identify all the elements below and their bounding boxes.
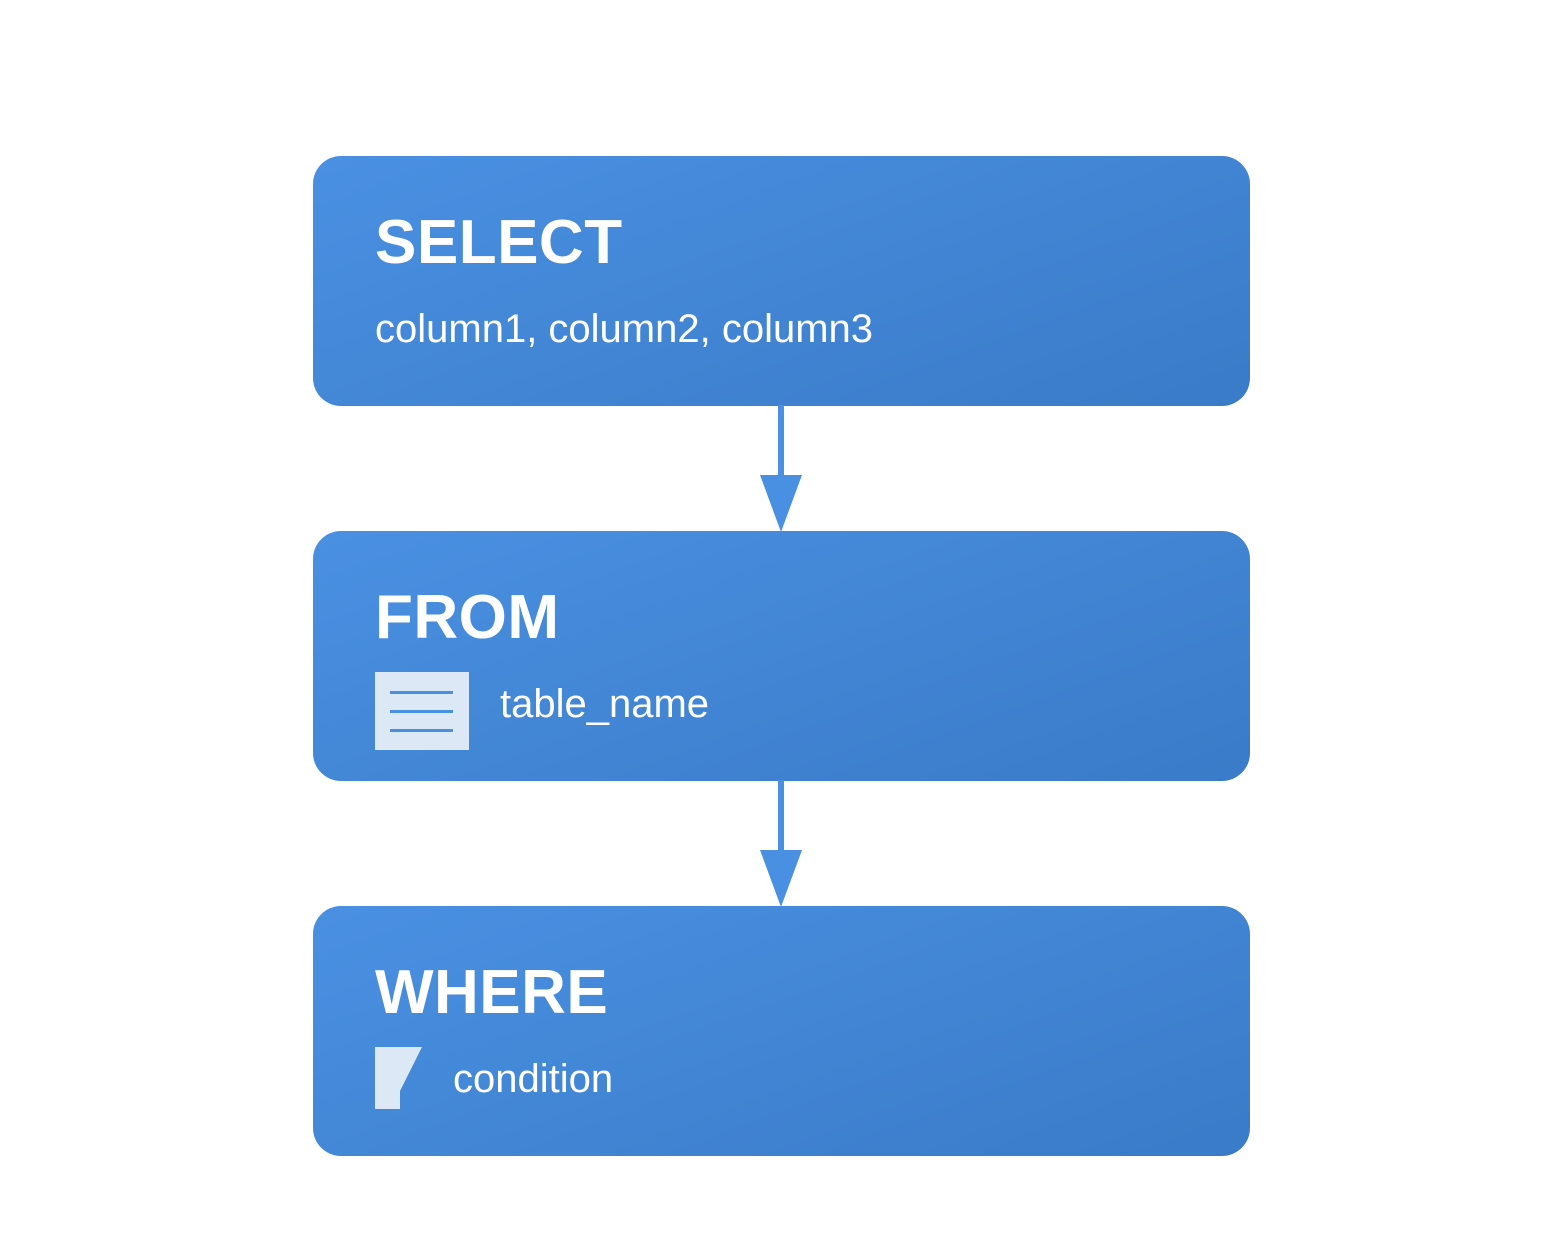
table-icon [375,672,469,750]
where-step-card: WHERE condition [313,906,1250,1156]
where-keyword: WHERE [375,958,609,1027]
select-columns: column1, column2, column3 [375,307,874,351]
select-step-card: SELECT column1, column2, column3 [313,156,1250,406]
from-keyword: FROM [375,583,560,652]
arrow-from-to-where [760,780,802,907]
from-table-name: table_name [500,682,710,726]
where-condition: condition [453,1057,614,1101]
arrow-select-to-from [760,405,802,532]
from-step-card: FROM table_name [313,531,1250,781]
filter-icon [375,1047,422,1109]
select-keyword: SELECT [375,208,623,277]
